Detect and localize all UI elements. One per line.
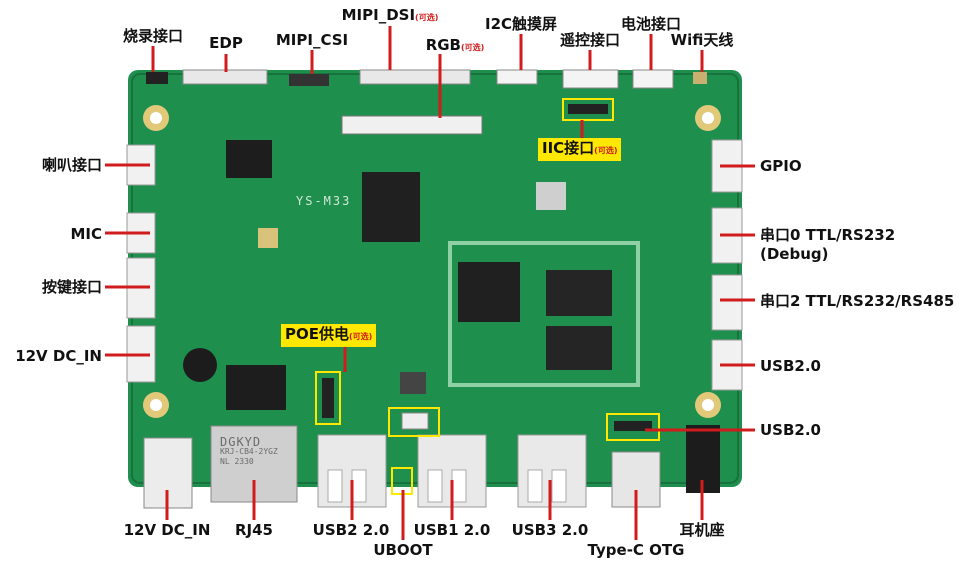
usb20-header-highlight bbox=[606, 413, 660, 441]
label-keys: 按键接口 bbox=[41, 278, 102, 296]
usb-port-slot-a-usb1 bbox=[427, 469, 443, 503]
usb-port-slot-a-usb2 bbox=[327, 469, 343, 503]
capacitor bbox=[183, 348, 217, 382]
crystal bbox=[258, 228, 278, 248]
label-remote: 遥控接口 bbox=[559, 31, 621, 49]
label-usb2: USB2 2.0 bbox=[312, 521, 390, 539]
mount-hole-center-2 bbox=[150, 399, 162, 411]
mount-hole-center-3 bbox=[702, 399, 714, 411]
label-mipi-dsi-text: MIPI_DSI bbox=[341, 6, 416, 24]
right-connector-uart2 bbox=[711, 274, 743, 331]
rj45-marking: DGKYD KRJ-CB4-2YGZ NL 2330 bbox=[220, 435, 278, 467]
label-rj45: RJ45 bbox=[234, 521, 274, 539]
edp-connector bbox=[182, 69, 268, 85]
wifi-antenna-pad bbox=[693, 72, 707, 84]
poe-highlight bbox=[315, 371, 341, 425]
label-battery: 电池接口 bbox=[620, 15, 682, 33]
label-mipi-csi: MIPI_CSI bbox=[275, 31, 349, 49]
usb-port-slot-b-usb1 bbox=[451, 469, 467, 503]
board-model-text: YS-M33 bbox=[296, 194, 352, 208]
core-module-outline bbox=[448, 241, 640, 387]
label-poe: POE供电(可选) bbox=[281, 324, 377, 347]
label-uart0-debug: (Debug) bbox=[760, 245, 829, 263]
burn-header bbox=[146, 72, 168, 84]
pmic-chip bbox=[536, 182, 566, 210]
battery-connector bbox=[632, 69, 674, 89]
label-iic-text: IIC接口 bbox=[542, 139, 595, 157]
label-poe-text: POE供电 bbox=[285, 325, 349, 343]
label-rgb-optional: (可选) bbox=[460, 43, 485, 52]
label-usb20-right-2: USB2.0 bbox=[760, 421, 821, 439]
label-poe-optional: (可选) bbox=[349, 332, 373, 341]
mount-hole-center-1 bbox=[702, 112, 714, 124]
core-cpu bbox=[458, 262, 520, 322]
label-burn-port: 烧录接口 bbox=[122, 27, 184, 45]
label-uboot: UBOOT bbox=[373, 541, 433, 559]
rj45-marking-line-3: NL 2330 bbox=[220, 457, 254, 466]
mipi-dsi-connector bbox=[359, 69, 471, 85]
mount-hole-center-0 bbox=[150, 112, 162, 124]
label-usb3: USB3 2.0 bbox=[511, 521, 589, 539]
label-iic-optional: (可选) bbox=[594, 146, 618, 155]
rgb-connector bbox=[341, 115, 483, 135]
label-dc-in-left: 12V DC_IN bbox=[15, 347, 102, 365]
uboot-highlight bbox=[388, 407, 440, 437]
label-mipi-dsi: MIPI_DSI(可选) bbox=[342, 6, 439, 27]
label-earphone: 耳机座 bbox=[679, 521, 725, 539]
usb-port-slot-b-usb2 bbox=[351, 469, 367, 503]
label-uart2: 串口2 TTL/RS232/RS485 bbox=[760, 292, 955, 310]
label-iic: IIC接口(可选) bbox=[538, 138, 622, 161]
label-rgb: RGB(可选) bbox=[426, 36, 485, 57]
mipi-csi-connector bbox=[289, 74, 329, 86]
usb-port-slot-b-usb3 bbox=[551, 469, 567, 503]
usb20-header bbox=[614, 421, 652, 431]
poe-transformer bbox=[226, 365, 286, 410]
label-usb20-right-1: USB2.0 bbox=[760, 357, 821, 375]
label-speaker: 喇叭接口 bbox=[41, 156, 102, 174]
label-edp: EDP bbox=[209, 34, 243, 52]
label-wifi: Wifi天线 bbox=[670, 31, 734, 49]
label-typec: Type-C OTG bbox=[587, 541, 685, 559]
label-gpio: GPIO bbox=[760, 157, 802, 175]
label-mipi-dsi-optional: (可选) bbox=[415, 13, 439, 22]
edp-bridge-chip bbox=[226, 140, 272, 178]
label-i2c-touch: I2C触摸屏 bbox=[484, 15, 558, 33]
rj45-marking-line-2: KRJ-CB4-2YGZ bbox=[220, 447, 278, 456]
main-soc bbox=[362, 172, 420, 242]
rj45-marking-line-1: DGKYD bbox=[220, 435, 262, 449]
usb-port-slot-a-usb3 bbox=[527, 469, 543, 503]
label-uart0: 串口0 TTL/RS232 bbox=[760, 226, 896, 244]
i2c-touch-connector bbox=[496, 69, 538, 85]
iic-highlight bbox=[562, 98, 614, 121]
remote-connector bbox=[562, 69, 619, 89]
label-mic: MIC bbox=[70, 225, 102, 243]
iic-header bbox=[568, 104, 608, 114]
label-usb1: USB1 2.0 bbox=[413, 521, 491, 539]
label-rgb-text: RGB bbox=[425, 36, 461, 54]
ddr-chip-2 bbox=[546, 326, 612, 370]
uboot-button bbox=[401, 412, 429, 430]
ddr-chip-1 bbox=[546, 270, 612, 316]
label-dc-in-bottom: 12V DC_IN bbox=[123, 521, 211, 539]
poe-header bbox=[322, 378, 334, 418]
inductor bbox=[400, 372, 426, 394]
